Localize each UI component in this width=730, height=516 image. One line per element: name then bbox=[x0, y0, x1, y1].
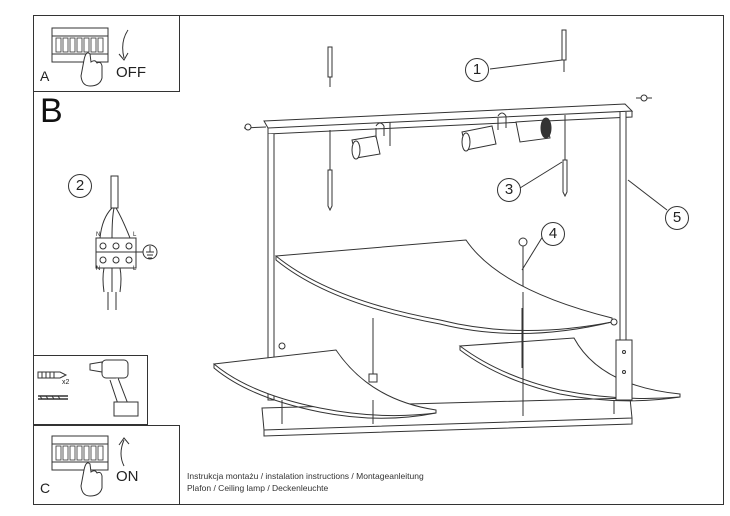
wire-live-label: L bbox=[133, 232, 137, 238]
power-drill-icon bbox=[89, 359, 139, 417]
spotlight-icon bbox=[497, 112, 552, 143]
wire-neutral-label: N bbox=[96, 232, 101, 238]
callout-2: 2 bbox=[68, 174, 92, 198]
panel-drill-tool bbox=[33, 355, 148, 425]
caption-line-1: Instrukcja montażu / instalation instruc… bbox=[187, 471, 424, 481]
hand-icon bbox=[80, 52, 103, 87]
wire-live-label: L bbox=[133, 266, 137, 272]
panel-a-power-off bbox=[33, 15, 180, 92]
hand-icon bbox=[80, 462, 103, 497]
callout-1: 1 bbox=[465, 58, 489, 82]
panel-c-power-on bbox=[33, 425, 180, 505]
arrow-down-icon bbox=[122, 29, 129, 59]
spotlight-icon bbox=[351, 122, 391, 160]
callout-3: 3 bbox=[497, 178, 521, 202]
wire-neutral-label: N bbox=[96, 266, 101, 272]
panel-a-letter: A bbox=[40, 68, 50, 84]
instruction-sheet-border bbox=[33, 15, 724, 505]
caption-line-2: Plafon / Ceiling lamp / Deckenleuchte bbox=[187, 483, 329, 493]
tool-quantity: x2 bbox=[62, 379, 70, 386]
panel-c-letter: C bbox=[40, 480, 51, 496]
callout-leaders bbox=[489, 59, 668, 271]
panel-b-letter: B bbox=[40, 92, 63, 130]
arrow-up-icon bbox=[120, 439, 125, 467]
fuse-box-icon bbox=[51, 435, 109, 471]
fuse-box-icon bbox=[51, 27, 109, 63]
callout-5: 5 bbox=[665, 206, 689, 230]
wall-plug-icon bbox=[37, 371, 68, 400]
ceiling-lamp-assembly bbox=[212, 29, 681, 437]
panel-a-state: OFF bbox=[116, 64, 146, 81]
callout-4: 4 bbox=[541, 222, 565, 246]
wiring-connector-icon bbox=[95, 175, 158, 310]
spotlight-icon bbox=[461, 125, 497, 152]
panel-c-state: ON bbox=[116, 468, 139, 485]
